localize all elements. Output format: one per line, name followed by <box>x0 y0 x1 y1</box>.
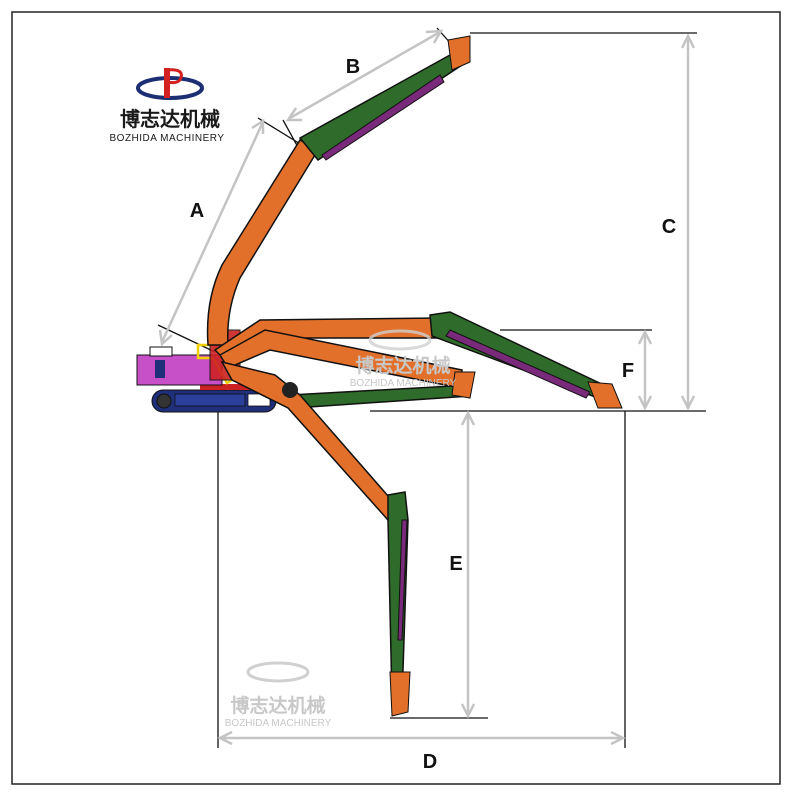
dimension-f-label: F <box>622 360 634 382</box>
bucket-raised <box>447 35 471 71</box>
arm-pose-ground-reach <box>218 329 476 409</box>
boom-pivot <box>282 382 298 398</box>
arm-pose-max-height <box>206 35 471 346</box>
frame-border <box>11 11 781 785</box>
watermark-chinese-text: 博志达机械 <box>355 354 450 377</box>
bucket-high <box>587 381 623 409</box>
dimension-e-label: E <box>449 553 462 575</box>
dimension-c-label: C <box>662 216 676 238</box>
watermark-chinese-text: 博志达机械 <box>230 694 325 717</box>
dimension-lines <box>157 27 706 748</box>
dimension-a-label: A <box>190 200 204 222</box>
dimension-b-label: B <box>346 56 360 78</box>
watermark-english-text: BOZHIDA MACHINERY <box>225 718 332 729</box>
bucket-mid <box>451 371 476 399</box>
watermark-bottom: 博志达机械 BOZHIDA MACHINERY <box>225 661 332 729</box>
dimension-d-label: D <box>423 751 437 773</box>
dimension-b-line <box>289 30 441 120</box>
boom-raised <box>206 138 320 346</box>
dimension-a-line <box>160 123 264 343</box>
company-logo: 博志达机械 BOZHIDA MACHINERY <box>110 68 225 144</box>
logo-mark-icon <box>164 68 170 98</box>
logo-chinese-text: 博志达机械 <box>120 107 220 131</box>
watermark-center: 博志达机械 BOZHIDA MACHINERY <box>350 329 457 389</box>
bucket-lowered <box>389 671 411 717</box>
logo-english-text: BOZHIDA MACHINERY <box>110 133 225 144</box>
watermark-english-text: BOZHIDA MACHINERY <box>350 378 457 389</box>
arm-pose-max-depth <box>220 360 411 717</box>
arm-pose-high-reach <box>213 311 623 409</box>
machine-house <box>136 354 223 386</box>
stick-raised <box>298 54 464 161</box>
